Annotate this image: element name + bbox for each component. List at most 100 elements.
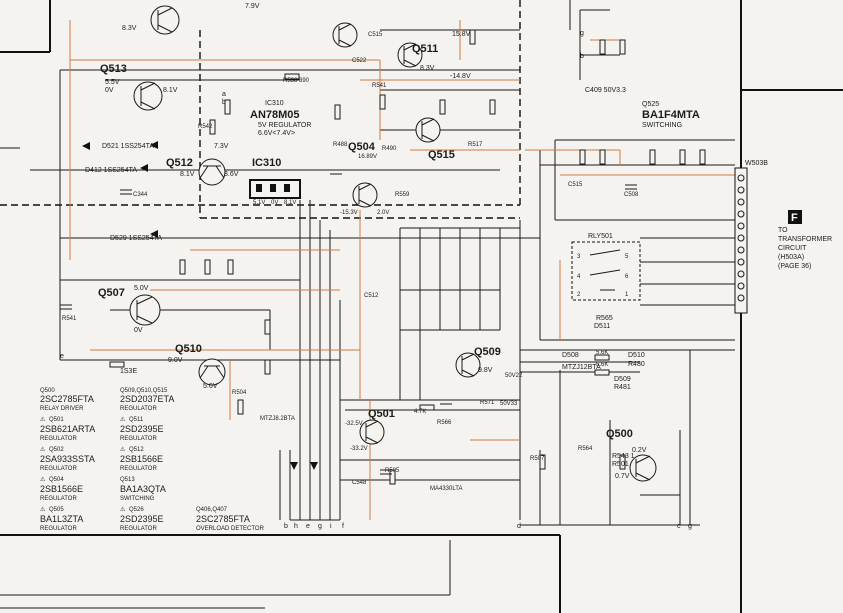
legend-ref-1: Q509,Q510,Q515 — [120, 388, 168, 394]
relay-pin3: 3 — [577, 254, 581, 260]
label-sv: 50V22 — [505, 373, 523, 379]
ic310-pin2: 0V — [271, 200, 278, 206]
legend-warn-4: ⚠ — [40, 446, 46, 453]
label-r501-v: R501 — [612, 461, 629, 468]
ref-q515: Q515 — [428, 149, 455, 161]
legend-part-9: 2SD2395E — [120, 514, 164, 524]
bus-e: f — [342, 523, 344, 530]
label-r504: R507 — [530, 456, 545, 462]
label-r564: R559 — [395, 192, 410, 198]
q525-ref: Q525 — [642, 101, 659, 108]
legend-desc-3: REGULATOR — [120, 436, 157, 442]
ic310-pin1: 5.1V — [253, 200, 265, 206]
legend-part-4: 2SA933SSTA — [40, 454, 95, 464]
ref-q507: Q507 — [98, 287, 125, 299]
label-r480: D510 — [628, 352, 645, 359]
label-sv2: 50V33 — [500, 401, 518, 407]
volt-qtop-b: 8.3V — [122, 25, 137, 32]
bus-c-top: g — [580, 30, 584, 37]
bus-c: g — [318, 523, 322, 530]
legend-part-3: 2SD2395E — [120, 424, 164, 434]
label-r571: R504 — [232, 390, 247, 396]
transistor-q502 — [415, 117, 441, 143]
relay-pin2: 2 — [577, 292, 581, 298]
ref-q510: Q510 — [175, 343, 202, 355]
legend-warn-3: ⚠ — [120, 416, 126, 423]
label-d510: D508 — [562, 352, 579, 359]
legend-part-10: 2SC2785FTA — [196, 514, 250, 524]
transistor-q526 — [332, 22, 358, 48]
legend-part-8: BA1L3ZTA — [40, 514, 83, 524]
transistor-q501 — [359, 419, 385, 445]
label-r538: R538 390 — [283, 78, 310, 84]
label-d412: D412 1SS254TA — [85, 167, 137, 174]
label-r490: R541 — [372, 83, 387, 89]
volt-q513-e: 8.1V — [163, 87, 178, 94]
transistor-q500 — [629, 454, 657, 482]
label-c522: R541 — [62, 316, 77, 322]
bus-a: d — [517, 523, 521, 530]
transistor-q-top — [150, 5, 180, 35]
legend-desc-1: REGULATOR — [120, 406, 157, 412]
label-r520: C512 — [364, 293, 379, 299]
connector-to: TO — [778, 227, 788, 234]
legend-ref-10: Q406,Q407 — [196, 507, 228, 513]
volt-q507-e: 0V — [134, 327, 143, 334]
volt-q511-c: 8.3V — [420, 65, 435, 72]
volt-q510-c: 9.0V — [168, 357, 183, 364]
connector-line4: (PAGE 36) — [778, 263, 811, 270]
legend-part-1: 2SD2037ETA — [120, 394, 174, 404]
label-c548: R571 — [480, 400, 495, 406]
legend-desc-7: SWITCHING — [120, 496, 155, 502]
legend: Q500 2SC2785FTA RELAY DRIVER Q509,Q510,Q… — [40, 388, 265, 532]
legend-desc-10: OVERLOAD DETECTOR — [196, 526, 265, 532]
relay-pin1: 1 — [625, 292, 629, 298]
label-d508: R565 — [596, 315, 613, 322]
legend-ref-4: Q502 — [49, 447, 64, 453]
volt-q513-b: 0V — [105, 87, 114, 94]
legend-warn-9: ⚠ — [120, 506, 126, 513]
label-r566: 4.7K — [414, 409, 426, 415]
label-d511: R564 — [578, 446, 593, 452]
bus-g: b — [284, 523, 288, 530]
relay-pin4: 4 — [577, 274, 581, 280]
connector-line3: (H503A) — [778, 254, 804, 261]
legend-part-0: 2SC2785FTA — [40, 394, 94, 404]
volt-q512-c: 7.3V — [214, 143, 229, 150]
passive-components — [60, 29, 706, 485]
label-r505: R566 — [437, 420, 452, 426]
volt-q512-e: 8.6V — [224, 171, 239, 178]
ref-q509: Q509 — [474, 346, 501, 358]
transistor-q513 — [133, 81, 163, 111]
wiring — [30, 9, 735, 526]
label-r543: 1S3E — [120, 368, 137, 375]
label-r507: R505 — [385, 468, 400, 474]
legend-desc-0: RELAY DRIVER — [40, 406, 84, 412]
orange-traces — [69, 20, 735, 520]
volt-q501-e: -33.2V — [350, 446, 368, 452]
relay-ref: RLY501 — [588, 233, 613, 240]
volt-q510-e: 5.6V — [203, 383, 218, 390]
label-c344: C344 — [133, 192, 148, 198]
label-d529: D529 1SS254TA — [110, 235, 162, 242]
label-r542: R542 — [198, 124, 213, 130]
label-r541: C515 — [368, 32, 383, 38]
legend-ref-9: Q526 — [129, 507, 144, 513]
legend-part-2: 2SB621ARTA — [40, 424, 95, 434]
legend-part-7: BA1A3QTA — [120, 484, 166, 494]
volt-q500-b: 0.7V — [615, 473, 630, 480]
label-c508: C508 — [624, 192, 639, 198]
label-r373: a — [222, 91, 226, 98]
transistor-q510 — [198, 358, 226, 386]
bus-i: h — [294, 523, 298, 530]
label-d510-v: 5.6K — [596, 350, 608, 356]
ic310-volt: 6.6V<7.4V> — [258, 130, 295, 137]
ic310-desc: 5V REGULATOR — [258, 122, 311, 129]
legend-ref-5: Q512 — [129, 447, 144, 453]
bus-b: e — [306, 523, 310, 530]
volt-q501-c: -32.5V — [345, 421, 363, 427]
label-r481: D509 — [614, 376, 631, 383]
legend-desc-4: REGULATOR — [40, 466, 77, 472]
ref-q500: Q500 — [606, 428, 633, 440]
